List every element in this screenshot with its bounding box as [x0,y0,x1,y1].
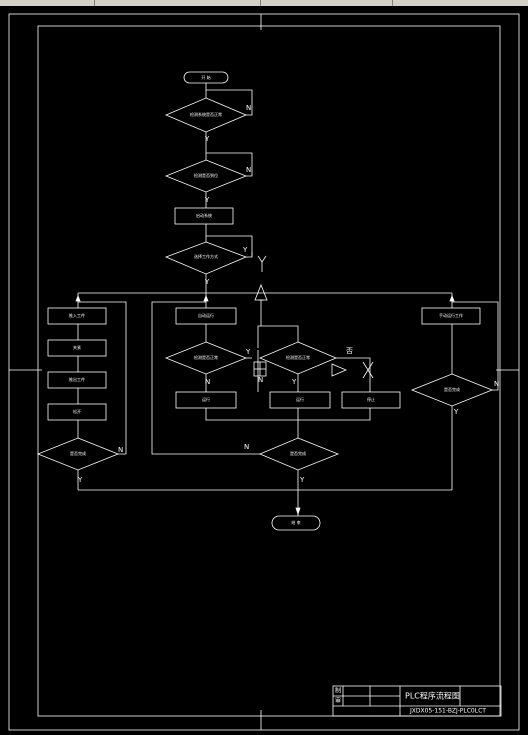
decision-right-complete [410,373,494,407]
title-block-r1: 制 [335,687,341,695]
process-push-in [47,307,107,325]
p1-label: 启动系统 [196,212,212,218]
cd-label: 检测是否正常 [286,354,310,360]
toolbar-fragment: · [320,0,322,4]
l2-label: 夹紧 [73,344,81,350]
edge-label: Y [245,348,251,356]
edge-label: Y [299,476,305,484]
decision-in-position [164,159,248,193]
d3-label: 选择工作方式 [194,253,218,259]
edge-label: Y [77,476,83,484]
start-terminal [183,71,229,84]
toolbar-fragment: · [60,0,62,4]
start-label: 开 始 [201,74,210,80]
c1-label: 运行 [296,396,304,402]
process-auto-run [175,307,237,325]
title-block-title: PLC程序流程图 [405,691,460,701]
process-start-system [174,207,234,225]
process-mid-run [175,391,237,409]
md-label: 检测是否正常 [194,354,218,360]
l3-label: 推出工件 [69,376,85,382]
edge-label: N [205,378,210,386]
c2-label: 停止 [367,396,375,402]
d2-label: 检测是否到位 [194,172,218,178]
edge-label: N [118,446,123,454]
edge-label: N [258,376,263,384]
process-clamp [47,339,107,357]
toolbar-strip: · · · · [0,0,528,6]
decision-centre-check [258,341,338,375]
end-label: 结 束 [291,519,300,525]
end-terminal [271,515,321,531]
edge-label: Y [204,278,210,286]
process-centre-run [269,391,331,409]
d1-label: 检测系统是否正常 [190,111,222,117]
edge-label: Y [291,378,297,386]
cdd-label: 是否完成 [290,450,306,456]
decision-mode [164,241,248,275]
toolbar-fragment: · [460,0,462,4]
edge-label: N [246,166,251,174]
edge-label: Y [453,408,459,416]
process-push-out [47,371,107,389]
r1-label: 手动运行工作 [439,312,463,318]
edge-label: N [494,380,499,388]
edge-label: Y [204,135,210,143]
title-block-r2: 审 [335,697,341,705]
drawing-canvas: 开 始 检测系统是否正常 检测是否到位 启动系统 选择工作方式 推入工件 夹紧 … [8,13,520,731]
process-centre-stop [341,391,401,409]
decision-mid-check [164,341,248,375]
decision-centre-complete [258,437,340,471]
rd-label: 是否完成 [444,386,460,392]
ld-label: 是否完成 [70,450,86,456]
title-block-code: JXDX05-151-BZJ-PLC0LCT [409,708,486,715]
edge-label: Y [204,196,210,204]
outer-frame [8,13,520,731]
decision-left-complete [36,437,120,471]
toolbar-fragment: · [180,0,182,4]
title-block [332,685,502,717]
m1-label: 自动运行 [198,312,214,318]
edge-label: N [246,104,251,112]
process-manual [421,307,481,325]
mb-label: 运行 [202,396,210,402]
inner-frame [37,25,501,717]
l1-label: 推入工件 [69,312,85,318]
l4-label: 松开 [73,408,81,414]
decision-system-check [164,97,248,133]
edge-label: Y [242,246,248,254]
edge-label: N [244,443,249,451]
edge-label: 否 [346,347,353,355]
process-release [47,403,107,421]
